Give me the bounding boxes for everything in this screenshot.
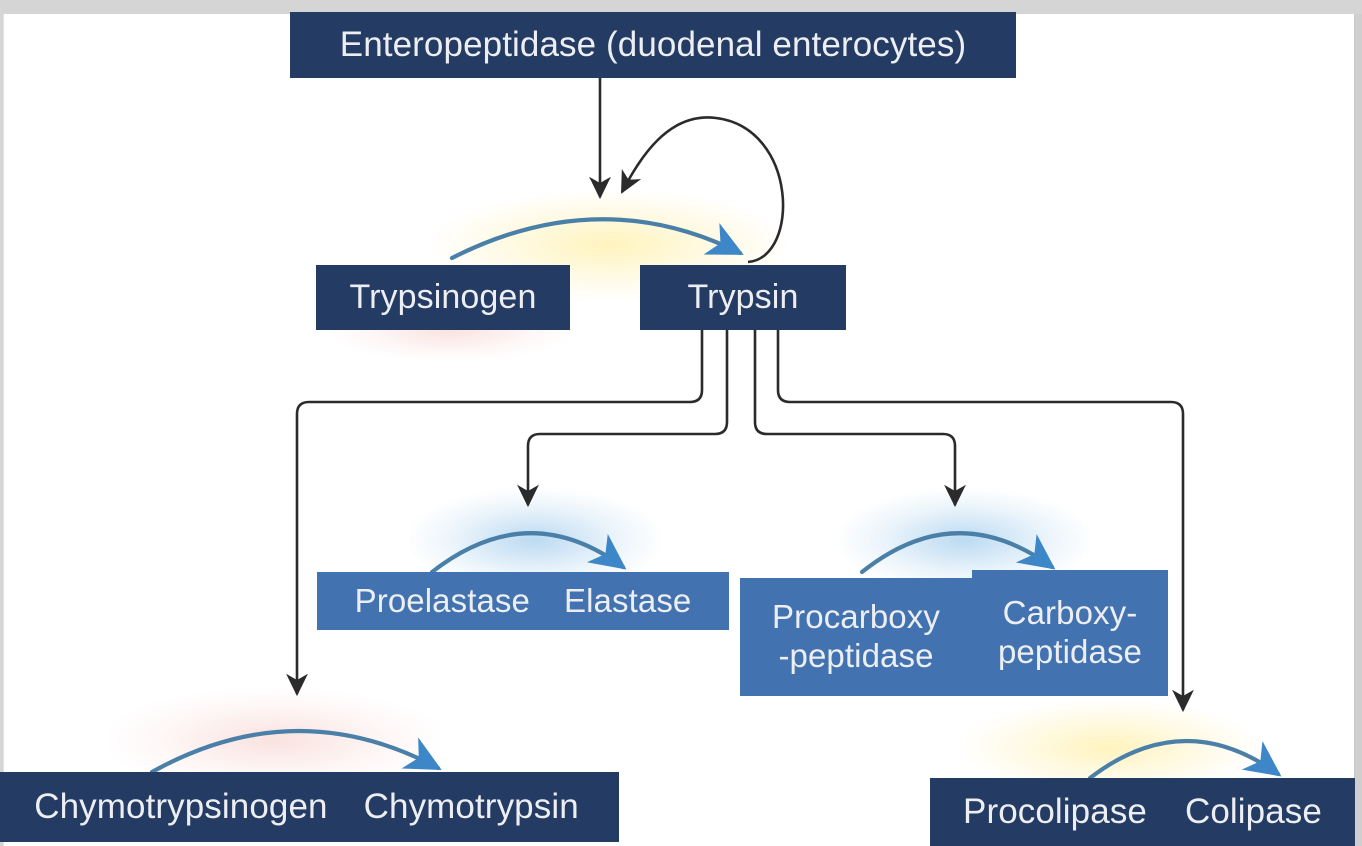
arc-procolipase-to-colipase <box>1087 738 1282 781</box>
connector-trypsin-to-procarboxypeptidase <box>753 330 966 508</box>
node-procarboxypeptidase[interactable]: Procarboxy -peptidase <box>740 578 972 696</box>
node-trypsin-label: Trypsin <box>687 278 799 316</box>
node-chymotrypsinogen-chymotrypsin[interactable]: Chymotrypsinogen Chymotrypsin <box>0 772 619 842</box>
connector-trypsin-to-procolipase <box>776 330 1194 713</box>
arc-trypsinogen-to-trypsin <box>449 217 744 261</box>
node-carboxypeptidase-label-line1: Carboxy- <box>1002 594 1138 632</box>
node-procolipase-colipase[interactable]: Procolipase Colipase <box>930 778 1355 846</box>
node-carboxypeptidase-label-line2: peptidase <box>997 633 1143 670</box>
node-colipase-label: Colipase <box>1184 792 1322 831</box>
node-chymotrypsinogen-label: Chymotrypsinogen <box>34 787 328 826</box>
node-trypsinogen-label: Trypsinogen <box>349 278 537 316</box>
node-procolipase-label: Procolipase <box>963 792 1147 831</box>
node-proelastase-elastase[interactable]: Proelastase Elastase <box>317 572 729 630</box>
node-trypsinogen[interactable]: Trypsinogen <box>316 265 570 330</box>
node-proelastase-label: Proelastase <box>354 582 530 619</box>
node-enteropeptidase-label: Enteropeptidase (duodenal enterocytes) <box>339 25 967 64</box>
arc-chymotrypsinogen-to-chymotrypsin <box>149 728 442 775</box>
loop-trypsin-autoactivation <box>620 116 785 264</box>
node-elastase-label: Elastase <box>564 582 692 619</box>
node-trypsin[interactable]: Trypsin <box>640 265 846 330</box>
arc-procarboxy-to-carboxy <box>859 531 1056 575</box>
node-carboxypeptidase[interactable]: Carboxy- peptidase <box>972 570 1168 696</box>
connector-trypsin-to-proelastase <box>517 330 729 508</box>
node-procarboxypeptidase-label-line1: Procarboxy <box>772 598 940 636</box>
node-chymotrypsin-label: Chymotrypsin <box>363 787 579 826</box>
node-enteropeptidase[interactable]: Enteropeptidase (duodenal enterocytes) <box>290 12 1016 78</box>
arc-proelastase-to-elastase <box>429 531 627 575</box>
node-procarboxypeptidase-label-line2: -peptidase <box>778 637 934 674</box>
connector-trypsin-to-chymotrypsinogen <box>286 330 704 697</box>
top-margin-band <box>0 0 1362 14</box>
right-margin-band <box>1355 14 1362 846</box>
